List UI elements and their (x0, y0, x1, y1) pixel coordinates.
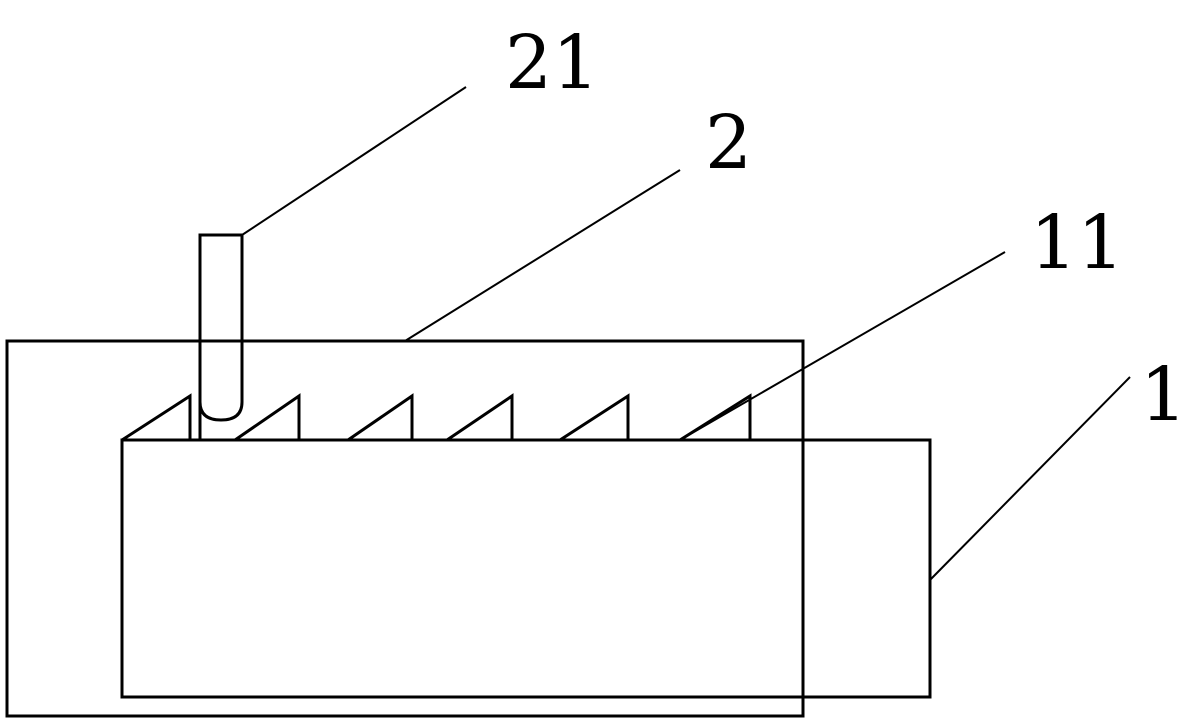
frame-part-2 (5, 339, 805, 718)
tooth-4 (446, 393, 514, 442)
pin-part-21 (198, 233, 244, 422)
tooth-6 (679, 393, 752, 442)
label-21: 21 (505, 20, 599, 106)
body-part-1 (120, 438, 932, 699)
leader-11 (679, 251, 1006, 441)
label-11: 11 (1030, 200, 1124, 286)
leader-1 (929, 376, 1131, 581)
leader-2 (404, 169, 681, 342)
label-1: 1 (1140, 352, 1187, 438)
tooth-2 (234, 393, 301, 442)
label-2: 2 (705, 100, 752, 186)
tooth-1 (121, 393, 192, 442)
tooth-3 (347, 393, 414, 442)
ratchet-teeth-part-11 (121, 393, 752, 442)
leader-21 (241, 86, 467, 236)
tooth-5 (559, 393, 630, 442)
